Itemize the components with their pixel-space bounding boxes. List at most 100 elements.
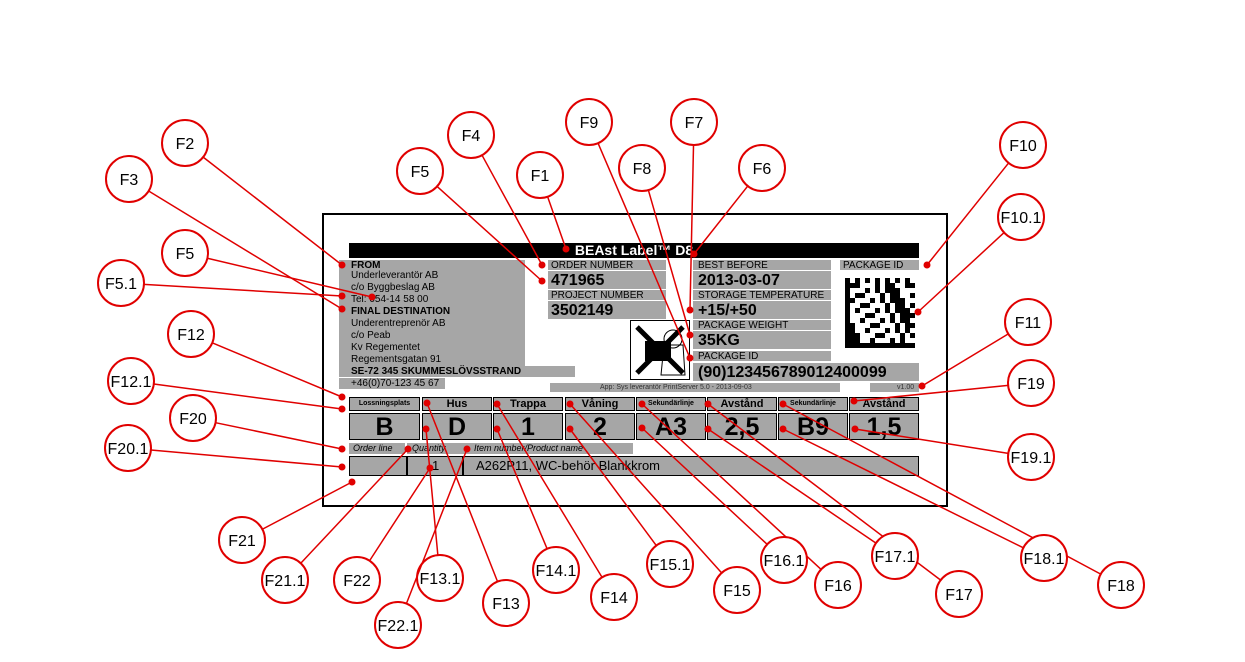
callout-circle — [161, 229, 209, 277]
package-weight-value-bg — [693, 331, 831, 349]
callout-circle — [646, 540, 694, 588]
callout-anchor-dot — [562, 245, 570, 253]
callout-circle — [713, 566, 761, 614]
best-before-value: 2013-03-07 — [698, 272, 780, 289]
datamatrix-module — [895, 343, 900, 348]
datamatrix-module — [845, 298, 850, 303]
location-header-lossningsplats: Lossningsplats — [349, 397, 420, 411]
callout-anchor-dot — [338, 405, 346, 413]
datamatrix-module — [890, 298, 895, 303]
callout-circle — [169, 394, 217, 442]
datamatrix-module — [900, 343, 905, 348]
callout-leader-line — [143, 283, 343, 297]
callout-anchor-dot — [538, 261, 546, 269]
callout-circle — [218, 516, 266, 564]
callout-leader-line — [496, 428, 548, 550]
callout-anchor-dot — [850, 397, 858, 405]
datamatrix-module — [905, 283, 910, 288]
datamatrix-module — [860, 293, 865, 298]
datamatrix-module — [875, 288, 880, 293]
datamatrix-module — [850, 298, 855, 303]
callout-circle — [935, 570, 983, 618]
callout-circle — [261, 556, 309, 604]
callout-label: F17.1 — [875, 549, 916, 566]
datamatrix-module — [870, 323, 875, 328]
datamatrix-module — [865, 328, 870, 333]
datamatrix-code — [845, 278, 915, 348]
datamatrix-module — [905, 323, 910, 328]
callout-anchor-dot — [923, 261, 931, 269]
callout-leader-line — [546, 196, 567, 250]
from-line-2: c/o Byggbeslag AB — [351, 282, 435, 293]
callout-anchor-dot — [686, 354, 694, 362]
datamatrix-module — [865, 313, 870, 318]
callout-leader-line — [853, 384, 1009, 402]
datamatrix-module — [850, 283, 855, 288]
datamatrix-module — [900, 338, 905, 343]
callout-leader-line — [405, 448, 468, 604]
package-weight-value: 35KG — [698, 332, 740, 349]
storage-temp-label: STORAGE TEMPERATURE — [698, 290, 825, 301]
storage-temp-value: +15/+50 — [698, 302, 757, 319]
callout-leader-line — [647, 189, 691, 336]
datamatrix-module — [910, 293, 915, 298]
callout-label: F22 — [343, 573, 371, 590]
callout-label: F15 — [723, 583, 751, 600]
datamatrix-module — [865, 303, 870, 308]
callout-anchor-dot — [426, 464, 434, 472]
callout-circle — [333, 556, 381, 604]
datamatrix-module — [885, 308, 890, 313]
location-header-hus: Hus — [422, 397, 492, 411]
datamatrix-module — [870, 338, 875, 343]
callout-leader-line — [481, 154, 543, 266]
version-bg — [870, 383, 919, 392]
location-value-vaning: 2 — [565, 413, 635, 441]
callout-anchor-dot — [493, 400, 501, 408]
callout-circle — [167, 310, 215, 358]
datamatrix-module — [885, 303, 890, 308]
datamatrix-module — [855, 308, 860, 313]
storage-temp-value-bg — [693, 301, 831, 319]
callout-label: F17 — [945, 587, 973, 604]
order-number-value-bg — [548, 271, 666, 289]
location-header-sekundarlinje-2: Sekundärlinje — [778, 397, 848, 411]
callout-anchor-dot — [368, 293, 376, 301]
callout-label: F14.1 — [536, 563, 577, 580]
quantity-header: Quantity — [412, 443, 446, 453]
datamatrix-module — [900, 298, 905, 303]
datamatrix-module — [885, 328, 890, 333]
callout-anchor-dot — [423, 399, 431, 407]
datamatrix-module — [860, 303, 865, 308]
best-before-label-bg — [693, 260, 831, 270]
datamatrix-module — [895, 328, 900, 333]
datamatrix-module — [890, 283, 895, 288]
callout-leader-line — [854, 428, 1009, 455]
callout-label: F5.1 — [105, 276, 137, 293]
datamatrix-module — [875, 343, 880, 348]
callout-leader-line — [261, 481, 353, 530]
datamatrix-module — [900, 303, 905, 308]
datamatrix-module — [905, 318, 910, 323]
project-number-value: 3502149 — [551, 302, 614, 319]
callout-anchor-dot — [690, 250, 698, 258]
project-number-value-bg — [548, 301, 666, 319]
callout-anchor-dot — [638, 400, 646, 408]
datamatrix-module — [855, 343, 860, 348]
callout-leader-line — [153, 383, 343, 410]
no-stacking-icon — [635, 325, 686, 376]
callout-label: F4 — [462, 128, 481, 145]
callout-anchor-dot — [348, 478, 356, 486]
datamatrix-module — [845, 308, 850, 313]
callout-anchor-dot — [914, 308, 922, 316]
datamatrix-module — [865, 343, 870, 348]
callout-circle — [532, 546, 580, 594]
callout-circle — [1020, 534, 1068, 582]
quantity-header-bg — [407, 443, 463, 454]
callout-label: F16 — [824, 578, 852, 595]
datamatrix-module — [890, 343, 895, 348]
datamatrix-module — [875, 278, 880, 283]
destination-line-2: c/o Peab — [351, 330, 391, 341]
datamatrix-module — [845, 278, 850, 283]
callout-circle — [670, 98, 718, 146]
